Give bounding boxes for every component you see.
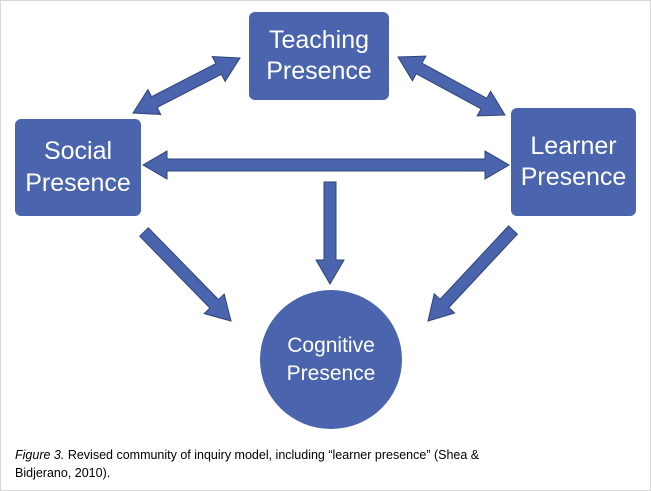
social-presence-label-line2: Presence [25, 168, 131, 197]
social-presence-label-line1: Social [43, 137, 113, 166]
arrow-teaching-learner [397, 55, 506, 117]
social-presence-node: Social Presence [15, 119, 141, 216]
figure-label: Figure 3. [15, 448, 65, 462]
teaching-presence-node: Teaching Presence [249, 12, 389, 100]
arrow-social-cognitive [138, 227, 232, 322]
learner-presence-node: Learner Presence [511, 108, 636, 216]
cognitive-presence-label-line1: Cognitive [287, 334, 375, 358]
arrow-teaching-social [132, 55, 241, 116]
arrow-learner-cognitive [427, 225, 519, 322]
teaching-presence-label-line2: Presence [266, 57, 372, 85]
arrow-social-learner [142, 150, 510, 180]
teaching-presence-label-line1: Teaching [268, 25, 370, 54]
figure-caption: Figure 3. Revised community of inquiry m… [15, 446, 535, 482]
learner-presence-label-line2: Presence [520, 163, 627, 191]
cognitive-presence-node: Cognitive Presence [260, 290, 402, 429]
figure-caption-text: Revised community of inquiry model, incl… [15, 448, 480, 480]
arrow-teaching-cognitive [315, 181, 345, 285]
learner-presence-label-line1: Learner [530, 131, 617, 160]
cognitive-presence-label-line2: Presence [286, 361, 376, 385]
